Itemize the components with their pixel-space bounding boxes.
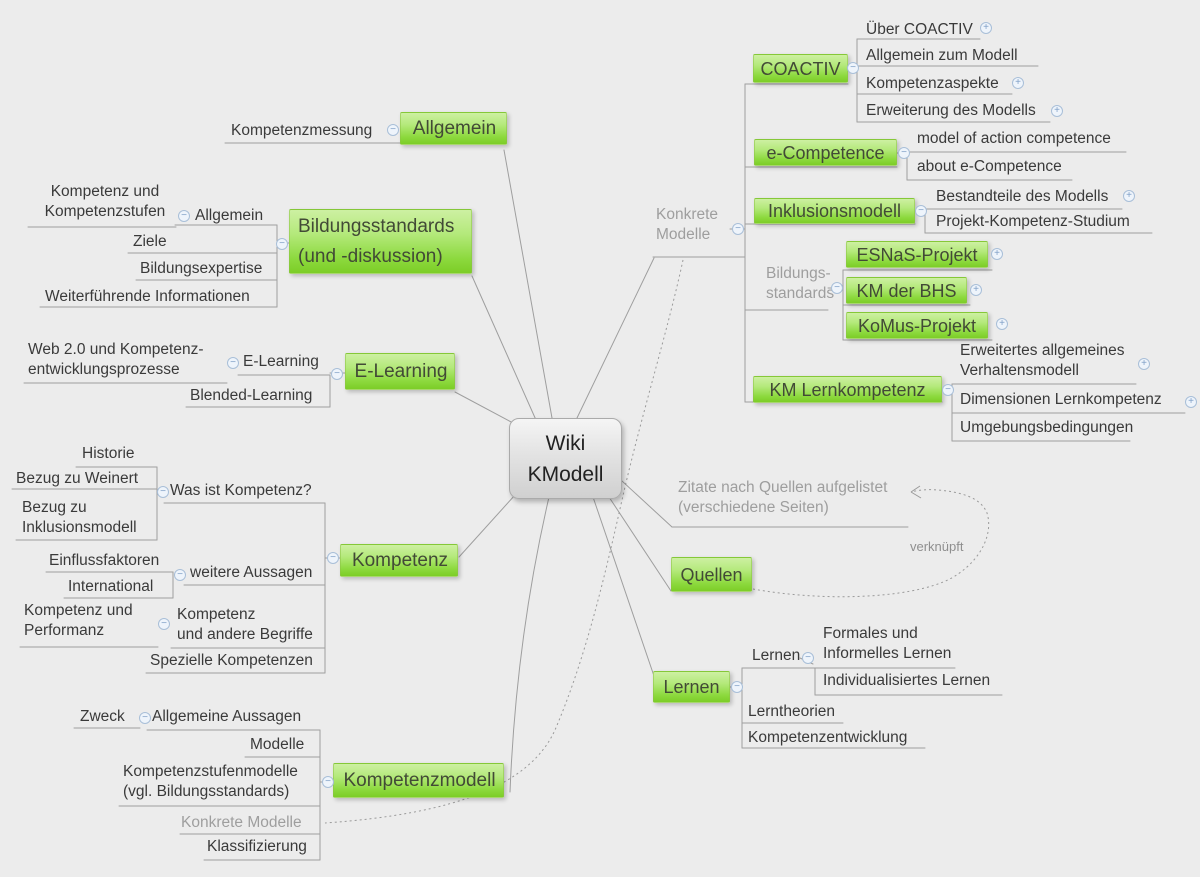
topic-km-lernkompetenz[interactable]: KM Lernkompetenz xyxy=(753,376,942,403)
subtopic-kompetenzaspekte[interactable]: Kompetenzaspekte xyxy=(866,75,999,92)
subtopic-erweitertes-verhaltensmodell[interactable]: Erweitertes allgemeines Verhaltensmodell xyxy=(960,342,1125,379)
subtopic-kompetenz-und-andere-begriffe[interactable]: Kompetenz und andere Begriffe xyxy=(177,606,313,643)
subtopic-blended-learning[interactable]: Blended-Learning xyxy=(190,387,313,404)
expand-icon[interactable]: + xyxy=(1051,105,1063,117)
topic-bildungs-standards-group[interactable]: Bildungs- standards xyxy=(766,265,835,302)
topic-inklusionsmodell[interactable]: Inklusionsmodell xyxy=(754,198,915,224)
subtopic-umgebungsbedingungen[interactable]: Umgebungsbedingungen xyxy=(960,419,1134,436)
subtopic-allgemein-zum-modell[interactable]: Allgemein zum Modell xyxy=(866,47,1018,64)
topic-quellen[interactable]: Quellen xyxy=(671,557,752,592)
collapse-icon[interactable]: − xyxy=(915,205,927,217)
collapse-icon[interactable]: − xyxy=(157,486,169,498)
topic-esnas-projekt[interactable]: ESNaS-Projekt xyxy=(846,241,988,268)
topic-coactiv[interactable]: COACTIV xyxy=(753,54,848,83)
subtopic-einflussfaktoren[interactable]: Einflussfaktoren xyxy=(49,552,160,569)
collapse-icon[interactable]: − xyxy=(847,62,859,74)
expand-icon[interactable]: + xyxy=(996,318,1008,330)
subtopic-ueber-coactiv[interactable]: Über COACTIV xyxy=(866,21,973,38)
expand-icon[interactable]: + xyxy=(1185,396,1197,408)
subtopic-e-learning[interactable]: E-Learning xyxy=(243,353,319,370)
subtopic-projekt-kompetenz-studium[interactable]: Projekt-Kompetenz-Studium xyxy=(936,213,1130,230)
collapse-icon[interactable]: − xyxy=(139,712,151,724)
subtopic-bildungsexpertise[interactable]: Bildungsexpertise xyxy=(140,260,263,277)
subtopic-weitere-aussagen[interactable]: weitere Aussagen xyxy=(190,564,313,581)
subtopic-modelle[interactable]: Modelle xyxy=(250,736,305,753)
collapse-icon[interactable]: − xyxy=(322,776,334,788)
collapse-icon[interactable]: − xyxy=(802,652,814,664)
subtopic-bs-allgemein[interactable]: Allgemein xyxy=(195,207,264,224)
expand-icon[interactable]: + xyxy=(1012,77,1024,89)
subtopic-lernen[interactable]: Lernen xyxy=(752,647,801,664)
expand-icon[interactable]: + xyxy=(1123,190,1135,202)
central-topic[interactable]: Wiki KModell xyxy=(509,418,622,499)
subtopic-international[interactable]: International xyxy=(68,578,154,595)
subtopic-kompetenzstufenmodelle[interactable]: Kompetenzstufenmodelle (vgl. Bildungssta… xyxy=(123,763,298,800)
subtopic-kompetenz-und-kompetenzstufen[interactable]: Kompetenz und Kompetenzstufen xyxy=(44,183,166,220)
subtopic-allgemeine-aussagen[interactable]: Allgemeine Aussagen xyxy=(152,708,302,725)
topic-komus-projekt[interactable]: KoMus-Projekt xyxy=(846,312,988,339)
collapse-icon[interactable]: − xyxy=(731,681,743,693)
expand-icon[interactable]: + xyxy=(970,284,982,296)
subtopic-was-ist-kompetenz[interactable]: Was ist Kompetenz? xyxy=(170,482,312,499)
topic-kompetenzmodell[interactable]: Kompetenzmodell xyxy=(333,763,504,798)
collapse-icon[interactable]: − xyxy=(158,618,170,630)
relationship-label-verknuepft[interactable]: verknüpft xyxy=(910,539,964,554)
collapse-icon[interactable]: − xyxy=(942,384,954,396)
topic-bildungsstandards[interactable]: Bildungsstandards (und -diskussion) xyxy=(289,209,472,274)
collapse-icon[interactable]: − xyxy=(831,282,843,294)
subtopic-klassifizierung[interactable]: Klassifizierung xyxy=(207,838,307,855)
subtopic-formales-informelles-lernen[interactable]: Formales und Informelles Lernen xyxy=(823,625,952,662)
subtopic-kompetenzmessung[interactable]: Kompetenzmessung xyxy=(231,122,373,139)
subtopic-kompetenz-und-performanz[interactable]: Kompetenz und Performanz xyxy=(24,602,133,639)
subtopic-lerntheorien[interactable]: Lerntheorien xyxy=(748,703,836,720)
topic-kompetenz[interactable]: Kompetenz xyxy=(340,544,458,577)
subtopic-spezielle-kompetenzen[interactable]: Spezielle Kompetenzen xyxy=(150,652,313,669)
expand-icon[interactable]: + xyxy=(1138,358,1150,370)
subtopic-web20-kompetenzentwicklungsprozesse[interactable]: Web 2.0 und Kompetenz- entwicklungsproze… xyxy=(28,341,204,378)
collapse-icon[interactable]: − xyxy=(732,223,744,235)
subtopic-erweiterung-des-modells[interactable]: Erweiterung des Modells xyxy=(866,102,1036,119)
subtopic-bezug-zu-weinert[interactable]: Bezug zu Weinert xyxy=(16,470,139,487)
collapse-icon[interactable]: − xyxy=(178,210,190,222)
subtopic-zweck[interactable]: Zweck xyxy=(80,708,125,725)
collapse-icon[interactable]: − xyxy=(276,238,288,250)
subtopic-about-e-competence[interactable]: about e-Competence xyxy=(917,158,1062,175)
subtopic-individualisiertes-lernen[interactable]: Individualisiertes Lernen xyxy=(823,672,991,689)
topic-lernen[interactable]: Lernen xyxy=(653,671,730,703)
collapse-icon[interactable]: − xyxy=(331,368,343,380)
topic-e-learning[interactable]: E-Learning xyxy=(345,353,455,390)
topic-e-competence[interactable]: e-Competence xyxy=(754,139,897,166)
subtopic-kompetenzentwicklung[interactable]: Kompetenzentwicklung xyxy=(748,729,908,746)
subtopic-historie[interactable]: Historie xyxy=(82,445,135,462)
collapse-icon[interactable]: − xyxy=(227,357,239,369)
collapse-icon[interactable]: − xyxy=(898,147,910,159)
expand-icon[interactable]: + xyxy=(980,22,992,34)
subtopic-konkrete-modelle-link[interactable]: Konkrete Modelle xyxy=(181,814,302,831)
collapse-icon[interactable]: − xyxy=(387,124,399,136)
subtopic-weiterfuehrende-informationen[interactable]: Weiterführende Informationen xyxy=(45,288,250,305)
subtopic-bezug-zu-inklusionsmodell[interactable]: Bezug zu Inklusionsmodell xyxy=(22,499,137,536)
collapse-icon[interactable]: − xyxy=(174,569,186,581)
topic-zitate-nach-quellen[interactable]: Zitate nach Quellen aufgelistet (verschi… xyxy=(678,479,888,516)
expand-icon[interactable]: + xyxy=(991,248,1003,260)
subtopic-model-of-action-competence[interactable]: model of action competence xyxy=(917,130,1111,147)
topic-allgemein[interactable]: Allgemein xyxy=(400,112,507,145)
subtopic-dimensionen-lernkompetenz[interactable]: Dimensionen Lernkompetenz xyxy=(960,391,1162,408)
subtopic-bestandteile-des-modells[interactable]: Bestandteile des Modells xyxy=(936,188,1109,205)
topic-km-der-bhs[interactable]: KM der BHS xyxy=(846,277,967,304)
topic-konkrete-modelle[interactable]: Konkrete Modelle xyxy=(656,206,719,243)
subtopic-ziele[interactable]: Ziele xyxy=(133,233,167,250)
collapse-icon[interactable]: − xyxy=(327,552,339,564)
